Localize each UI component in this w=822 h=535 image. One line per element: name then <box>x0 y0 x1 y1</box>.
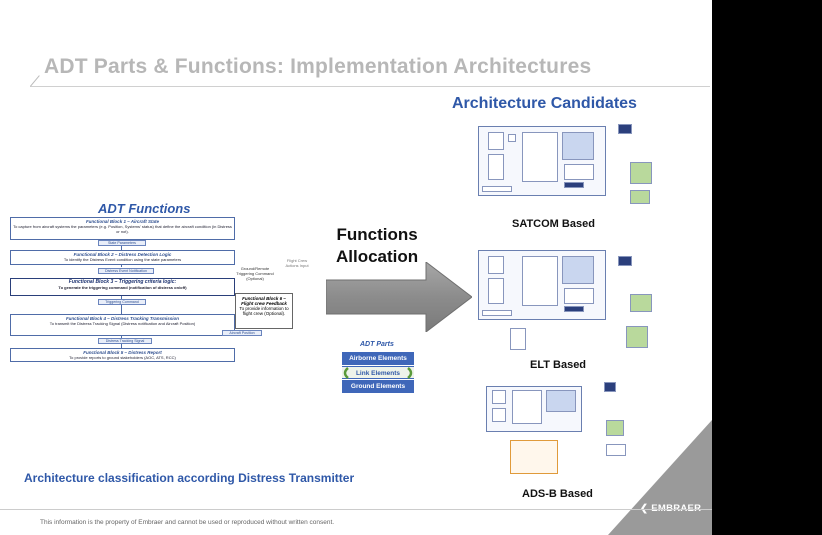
functions-allocation-line-1: Functions <box>336 225 418 244</box>
diagram-block <box>546 390 576 412</box>
diagram-block <box>492 390 506 404</box>
footer-disclaimer: This information is the property of Embr… <box>40 519 335 526</box>
ground-station-icon <box>630 294 652 312</box>
embraer-logo: ❮ EMBRAER <box>640 503 701 514</box>
functional-block-4-body: To transmit the Distress Tracking Signal… <box>49 321 196 326</box>
diagram-block <box>562 132 594 160</box>
satcom-architecture-diagram <box>474 120 664 205</box>
functional-block-5: Functional Block 5 – Distress Report To … <box>10 348 235 362</box>
functional-block-4-heading: Functional Block 4 – Distress Tracking T… <box>65 316 180 321</box>
functional-block-3-heading: Functional Block 3 – Triggering criteria… <box>68 279 177 285</box>
satcom-based-label: SATCOM Based <box>512 218 595 230</box>
ads-b-based-label: ADS-B Based <box>522 488 593 500</box>
ground-station-icon <box>626 326 648 348</box>
flow-line <box>121 296 122 314</box>
functional-block-2: Functional Block 2 – Distress Detection … <box>10 250 235 265</box>
link-arrows-icon <box>343 367 413 379</box>
functional-block-5-body: To provide reports to ground stakeholder… <box>69 355 176 360</box>
functional-block-1-heading: Functional Block 1 – Aircraft State <box>85 219 160 224</box>
functional-block-2-heading: Functional Block 2 – Distress Detection … <box>73 252 172 257</box>
ground-station-icon <box>606 420 624 436</box>
functional-block-6: Functional Block 6 – Flight crew Feedbac… <box>235 293 293 329</box>
functional-block-6-body: To provide information to flight crew (O… <box>239 306 289 316</box>
diagram-block <box>564 306 584 312</box>
embraer-logo-chevron-icon: ❮ <box>640 503 648 514</box>
ground-elements-list <box>510 440 558 474</box>
diagram-block <box>564 182 584 188</box>
flight-crew-actions-note: Flight Crew Actions Input <box>285 258 309 268</box>
diagram-block <box>482 186 512 192</box>
legend-airborne-elements: Airborne Elements <box>342 352 414 365</box>
title-divider <box>30 86 710 87</box>
footer-divider <box>0 509 712 510</box>
functional-block-2-body: To identify the Distress Event condition… <box>63 257 182 262</box>
diagram-block <box>482 310 512 316</box>
diagram-block <box>488 278 504 304</box>
diagram-block <box>510 328 526 350</box>
title-divider-slash <box>30 75 40 87</box>
elt-based-label: ELT Based <box>530 359 587 371</box>
diagram-block <box>564 288 594 304</box>
functional-block-5-heading: Functional Block 5 – Distress Report <box>83 350 162 355</box>
allocation-arrow <box>326 262 472 332</box>
legend-link-elements: Link Elements <box>342 366 414 379</box>
diagram-block <box>492 408 506 422</box>
connector-distress-tracking-signal: Distress Tracking Signal <box>98 338 152 344</box>
embraer-logo-text: EMBRAER <box>651 503 701 514</box>
diagram-block <box>488 256 504 274</box>
functional-block-3-body: To generate the triggering command (noti… <box>58 285 187 290</box>
slide-title: ADT Parts & Functions: Implementation Ar… <box>44 55 592 78</box>
diagram-block <box>508 134 516 142</box>
legend-ground-elements: Ground Elements <box>342 380 414 393</box>
diagram-block <box>512 390 542 424</box>
diagram-block <box>522 132 558 182</box>
satellite-icon <box>618 124 632 134</box>
diagram-block <box>488 154 504 180</box>
adt-functions-heading: ADT Functions <box>98 201 191 216</box>
connector-triggering-command: Triggering Command <box>98 299 146 305</box>
diagram-block <box>488 132 504 150</box>
functional-block-3: Functional Block 3 – Triggering criteria… <box>10 278 235 296</box>
functional-block-6-heading: Functional Block 6 – Flight crew Feedbac… <box>241 296 287 306</box>
letterbox-right <box>712 0 822 535</box>
functions-allocation-label: Functions Allocation <box>336 224 418 268</box>
aircraft-position-note: Aircraft Position <box>222 330 262 336</box>
functional-block-1-body: To capture from aircraft systems the par… <box>13 224 232 234</box>
elt-architecture-diagram <box>474 244 664 352</box>
ads-b-architecture-diagram <box>482 380 642 478</box>
diagram-block <box>562 256 594 284</box>
adt-parts-legend: Airborne Elements Link Elements Ground E… <box>342 352 414 396</box>
diagram-block <box>606 444 626 456</box>
connector-distress-event: Distress Event Notification <box>98 268 154 274</box>
connector-state-parameters: State Parameters <box>98 240 146 246</box>
ground-station-icon <box>630 162 652 184</box>
satellite-icon <box>604 382 616 392</box>
adt-parts-legend-title: ADT Parts <box>360 341 394 348</box>
ground-remote-trigger-note: Ground/Remote Triggering Command (Option… <box>236 266 274 281</box>
diagram-block <box>522 256 558 306</box>
ground-station-icon <box>630 190 650 204</box>
architecture-classification-label: Architecture classification according Di… <box>24 471 355 485</box>
functional-block-1: Functional Block 1 – Aircraft State To c… <box>10 217 235 240</box>
satellite-icon <box>618 256 632 266</box>
diagram-block <box>564 164 594 180</box>
functions-allocation-line-2: Allocation <box>336 247 419 266</box>
functional-block-4: Functional Block 4 – Distress Tracking T… <box>10 314 235 336</box>
slide: ADT Parts & Functions: Implementation Ar… <box>0 0 712 535</box>
logo-triangle <box>608 420 712 535</box>
architecture-candidates-heading: Architecture Candidates <box>452 95 637 112</box>
